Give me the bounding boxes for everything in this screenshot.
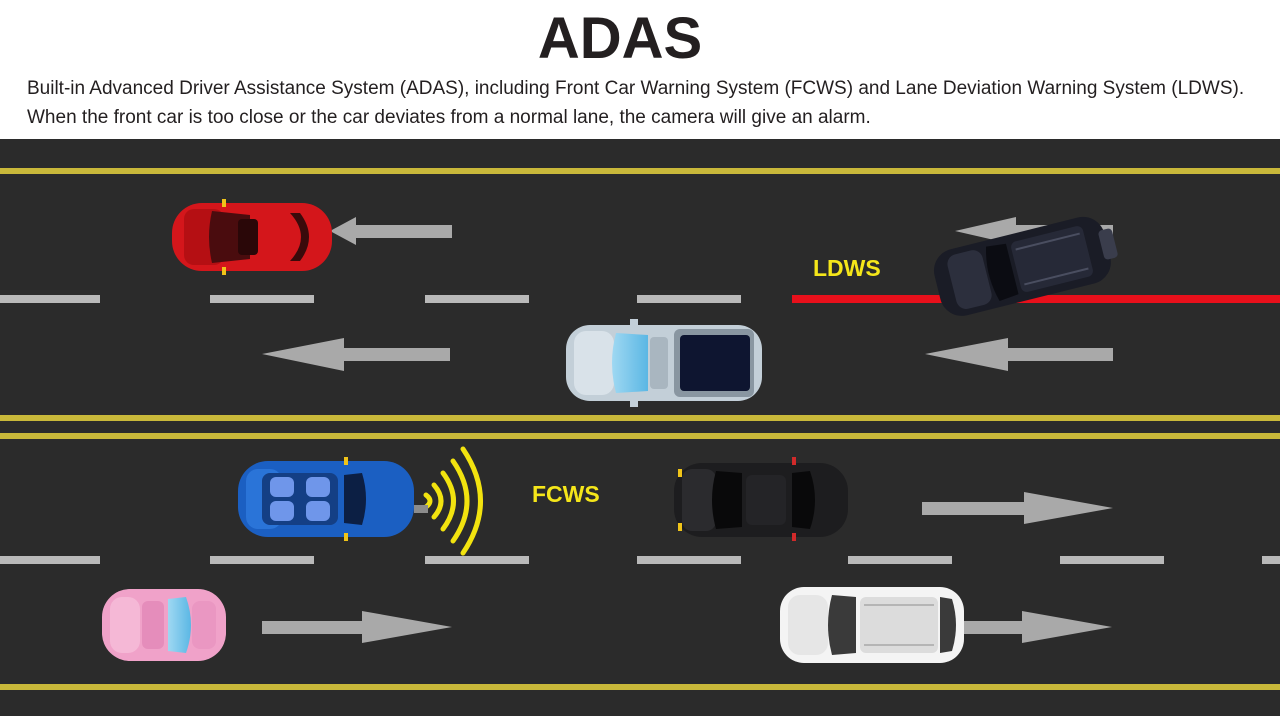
blue-convertible xyxy=(238,457,414,541)
sensor-icon xyxy=(414,505,428,513)
white-suv xyxy=(780,587,964,663)
pink-car xyxy=(102,589,226,661)
bottom-edge-line xyxy=(0,684,1280,690)
arrow-left-3 xyxy=(925,338,1113,371)
arrow-right-2 xyxy=(262,611,452,643)
black-suv xyxy=(933,216,1118,316)
arrow-left-2 xyxy=(262,338,450,371)
fcws-label: FCWS xyxy=(532,481,600,507)
lower-lane-dashes xyxy=(0,556,1280,564)
road-illustration: LDWS FCWS xyxy=(0,139,1280,716)
ldws-warning-line xyxy=(792,295,1280,303)
page-title: ADAS xyxy=(537,6,703,71)
center-line-lower xyxy=(0,433,1280,439)
arrow-left-1 xyxy=(330,217,452,245)
center-line-upper xyxy=(0,415,1280,421)
arrow-right-1 xyxy=(922,492,1113,524)
red-car xyxy=(172,199,332,275)
top-edge-line xyxy=(0,168,1280,174)
description-text: Built-in Advanced Driver Assistance Syst… xyxy=(27,78,1245,128)
black-sedan xyxy=(674,457,848,541)
upper-lane-dashes xyxy=(0,295,741,303)
ldws-label: LDWS xyxy=(813,255,881,281)
silver-pickup xyxy=(566,319,762,407)
arrow-right-3 xyxy=(962,611,1112,643)
